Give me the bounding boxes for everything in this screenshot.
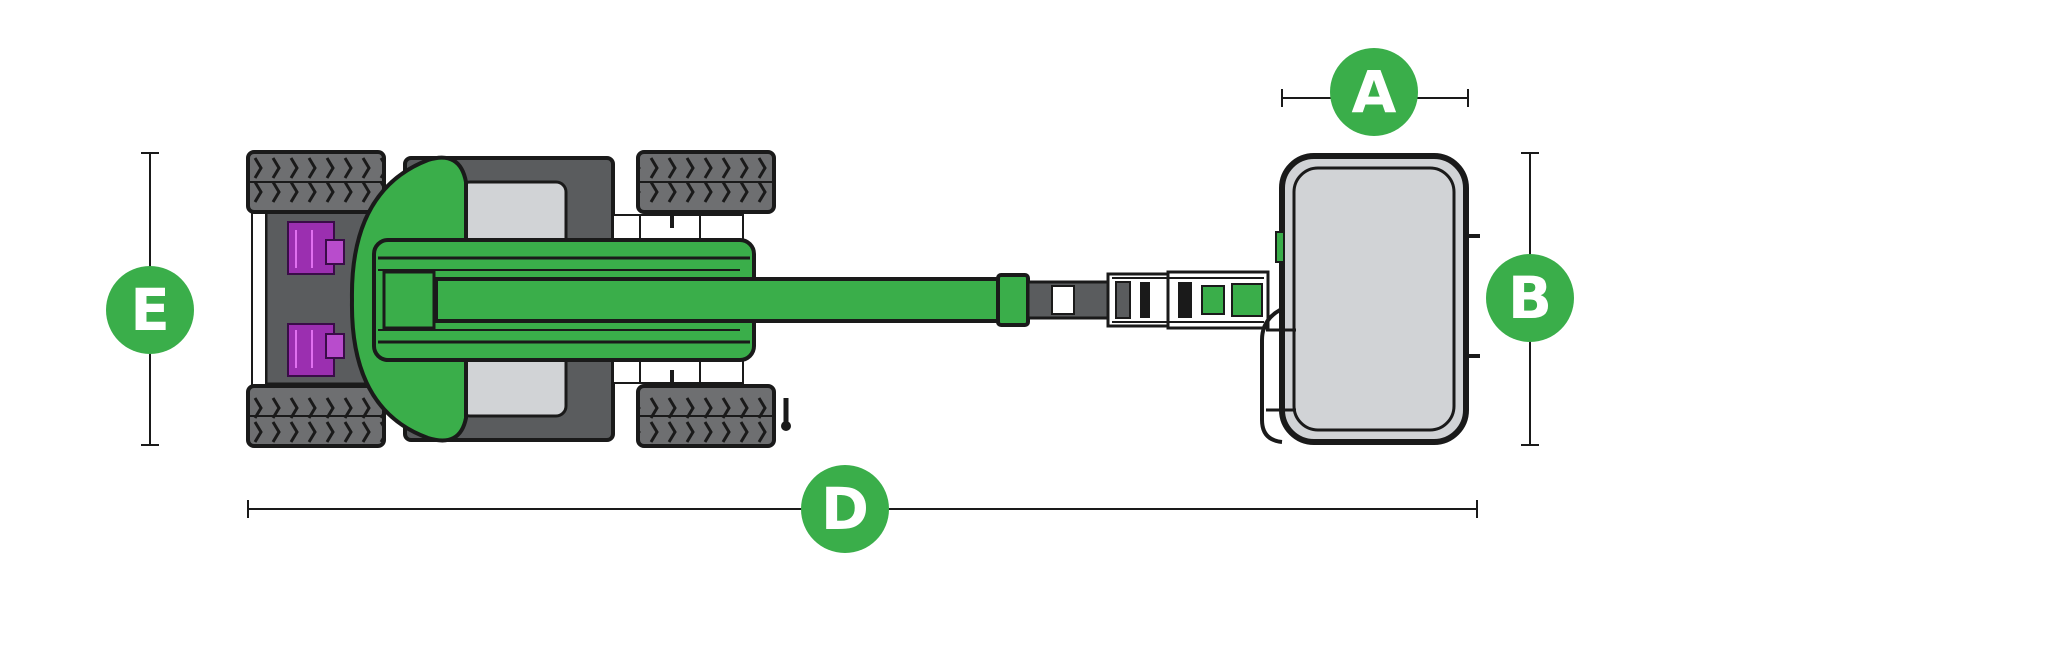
- dimension-label-a: A: [1352, 58, 1397, 126]
- magenta-component-upper: [287, 221, 345, 275]
- dimension-label-d: D: [821, 475, 869, 543]
- wheel-rear-bottom: [246, 384, 386, 448]
- tow-hook: [781, 398, 791, 431]
- magenta-component-lower: [287, 323, 345, 377]
- dimension-badge-a: A: [1330, 48, 1418, 136]
- dimension-badge-d: D: [801, 465, 889, 553]
- dimension-badge-b: B: [1486, 254, 1574, 342]
- wheel-front-bottom: [636, 384, 776, 448]
- boom-main-section: [434, 277, 1006, 323]
- boom-collar: [996, 273, 1030, 327]
- jib-section: [1026, 270, 1270, 330]
- platform-basket: [1260, 153, 1480, 445]
- dimension-label-e: E: [130, 276, 170, 344]
- wheel-rear-top: [246, 150, 386, 214]
- dimension-label-b: B: [1508, 264, 1552, 332]
- wheel-front-top: [636, 150, 776, 214]
- dimension-badge-e: E: [106, 266, 194, 354]
